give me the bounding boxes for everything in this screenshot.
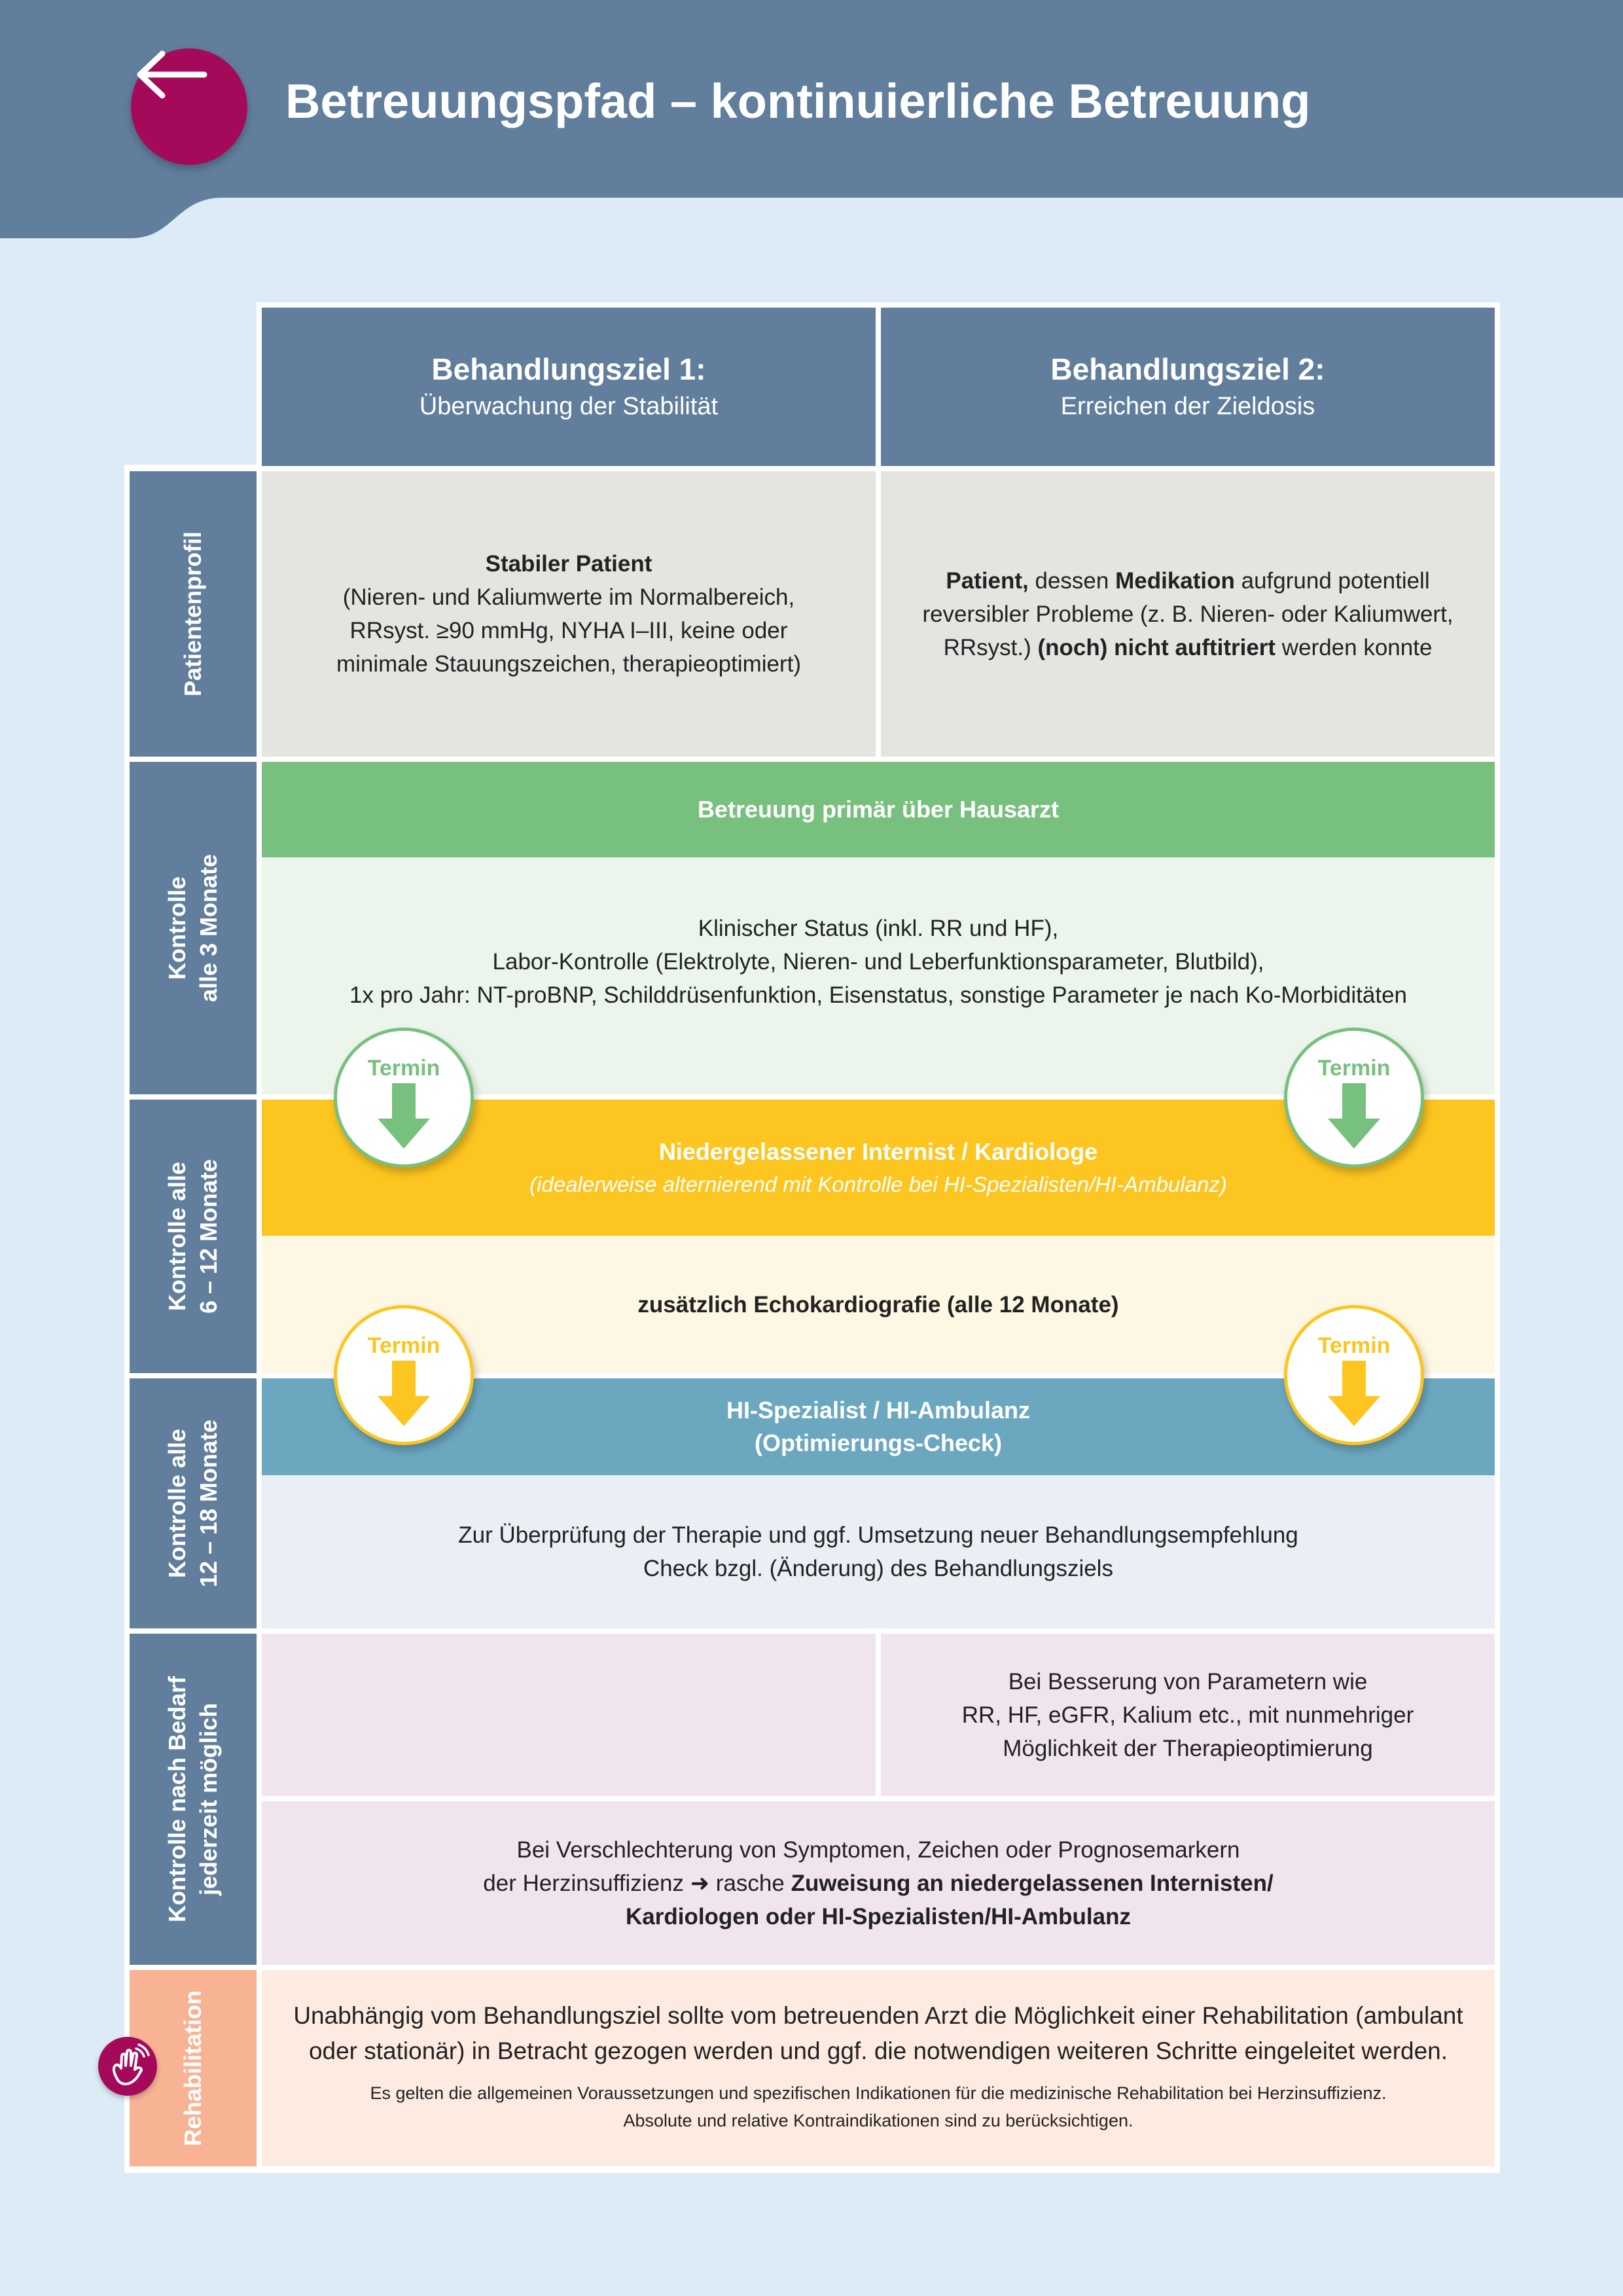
profil-col1-line: (Nieren- und Kaliumwerte im Normalbereic… [342, 584, 795, 610]
termin-badge-green-right: Termin [1284, 1028, 1424, 1168]
reha-main-line: oder stationär) in Betracht gezogen werd… [308, 2037, 1448, 2064]
header-background [0, 0, 1623, 238]
column-subtitle: Überwachung der Stabilität [419, 393, 719, 420]
k3-line: Klinischer Status (inkl. RR und HF), [698, 915, 1059, 941]
profil-col2-line: Patient, dessen Medikation aufgrund pote… [946, 567, 1430, 594]
termin-label: Termin [367, 1333, 440, 1358]
row-label: Patientenprofil [179, 531, 206, 697]
arrow-down-icon [378, 1361, 430, 1426]
column-title: Behandlungsziel 2: [1050, 352, 1325, 386]
internist-band-title: Niedergelassener Internist / Kardiologe [658, 1138, 1098, 1165]
hausarzt-band-label: Betreuung primär über Hausarzt [697, 796, 1060, 823]
k12-line: Zur Überprüfung der Therapie und ggf. Um… [458, 1522, 1298, 1548]
k12-line: Check bzgl. (Änderung) des Behandlungszi… [643, 1556, 1113, 1581]
bedarf-col2-line: Bei Besserung von Parametern wie [1008, 1668, 1368, 1695]
internist-band-subtitle: (idealerweise alternierend mit Kontrolle… [529, 1172, 1227, 1196]
header-bar: Betreuungspfad – kontinuierliche Betreuu… [0, 0, 1623, 238]
arrow-down-icon [378, 1083, 430, 1149]
termin-label: Termin [367, 1056, 440, 1081]
profil-col1-line: minimale Stauungszeichen, therapieoptimi… [336, 651, 802, 677]
termin-label: Termin [1317, 1333, 1391, 1358]
row-header-patientenprofil: Patientenprofil [130, 471, 257, 757]
bedarf-wide-line: Kardiologen oder HI-Spezialisten/HI-Ambu… [625, 1903, 1132, 1929]
termin-badge-yellow-right: Termin [1284, 1305, 1424, 1445]
column-subtitle: Erreichen der Zieldosis [1060, 393, 1315, 420]
bedarf-col1-cell [262, 1634, 876, 1796]
profil-col1-title: Stabiler Patient [485, 551, 652, 577]
page-title: Betreuungspfad – kontinuierliche Betreuu… [285, 74, 1311, 128]
arrow-left-icon [137, 50, 207, 99]
bedarf-col2-line: RR, HF, eGFR, Kalium etc., mit nunmehrig… [961, 1702, 1414, 1728]
bedarf-wide-line: der Herzinsuffizienz ➜ rasche Zuweisung … [483, 1870, 1274, 1896]
profil-col2-line: RRsyst.) (noch) nicht auftitriert werden… [943, 634, 1433, 660]
column-header-2: Behandlungsziel 2: Erreichen der Zieldos… [881, 308, 1495, 466]
row-label: Rehabilitation [179, 1990, 206, 2147]
bedarf-col2-cell: Bei Besserung von Parametern wie RR, HF,… [881, 1634, 1495, 1796]
k3-line: Labor-Kontrolle (Elektrolyte, Nieren- un… [492, 948, 1264, 975]
arrow-down-icon [1328, 1083, 1380, 1149]
bedarf-col2-line: Möglichkeit der Therapieoptimierung [1003, 1735, 1373, 1761]
termin-badge-green-left: Termin [334, 1028, 474, 1168]
column-title: Behandlungsziel 1: [431, 352, 706, 386]
back-button[interactable] [131, 48, 247, 165]
column-header-1: Behandlungsziel 1: Überwachung der Stabi… [262, 308, 876, 466]
bedarf-wide-line: Bei Verschlechterung von Symptomen, Zeic… [516, 1837, 1240, 1863]
bedarf-wide-cell: Bei Verschlechterung von Symptomen, Zeic… [262, 1801, 1495, 1965]
arrow-down-icon [1328, 1361, 1380, 1426]
profil-col1-line: RRsyst. ≥90 mmHg, NYHA I–III, keine oder [349, 618, 788, 643]
profil-col2-cell: Patient, dessen Medikation aufgrund pote… [881, 471, 1495, 757]
hausarzt-band: Betreuung primär über Hausarzt [262, 762, 1495, 857]
termin-badge-yellow-left: Termin [334, 1305, 474, 1445]
reha-note-line: Absolute und relative Kontraindikationen… [623, 2111, 1133, 2130]
profil-col2-line: reversibler Probleme (z. B. Nieren- oder… [922, 601, 1454, 627]
reha-note-line: Es gelten die allgemeinen Voraussetzunge… [370, 2083, 1387, 2103]
profil-col1-cell: Stabiler Patient (Nieren- und Kaliumwert… [262, 471, 876, 757]
reha-cell: Unabhängig vom Behandlungsziel sollte vo… [262, 1970, 1495, 2166]
k3-content-cell: Klinischer Status (inkl. RR und HF), Lab… [262, 857, 1495, 1094]
echo-text: zusätzlich Echokardiografie (alle 12 Mon… [637, 1292, 1119, 1318]
hand-icon [98, 2037, 157, 2096]
k3-line: 1x pro Jahr: NT-proBNP, Schilddrüsenfunk… [349, 982, 1407, 1008]
termin-label: Termin [1317, 1056, 1391, 1081]
spezialist-band-line: HI-Spezialist / HI-Ambulanz [726, 1397, 1031, 1424]
spezialist-band-line: (Optimierungs-Check) [754, 1429, 1003, 1456]
reha-main-line: Unabhängig vom Behandlungsziel sollte vo… [293, 2002, 1463, 2029]
k12-content-cell: Zur Überprüfung der Therapie und ggf. Um… [262, 1475, 1495, 1628]
